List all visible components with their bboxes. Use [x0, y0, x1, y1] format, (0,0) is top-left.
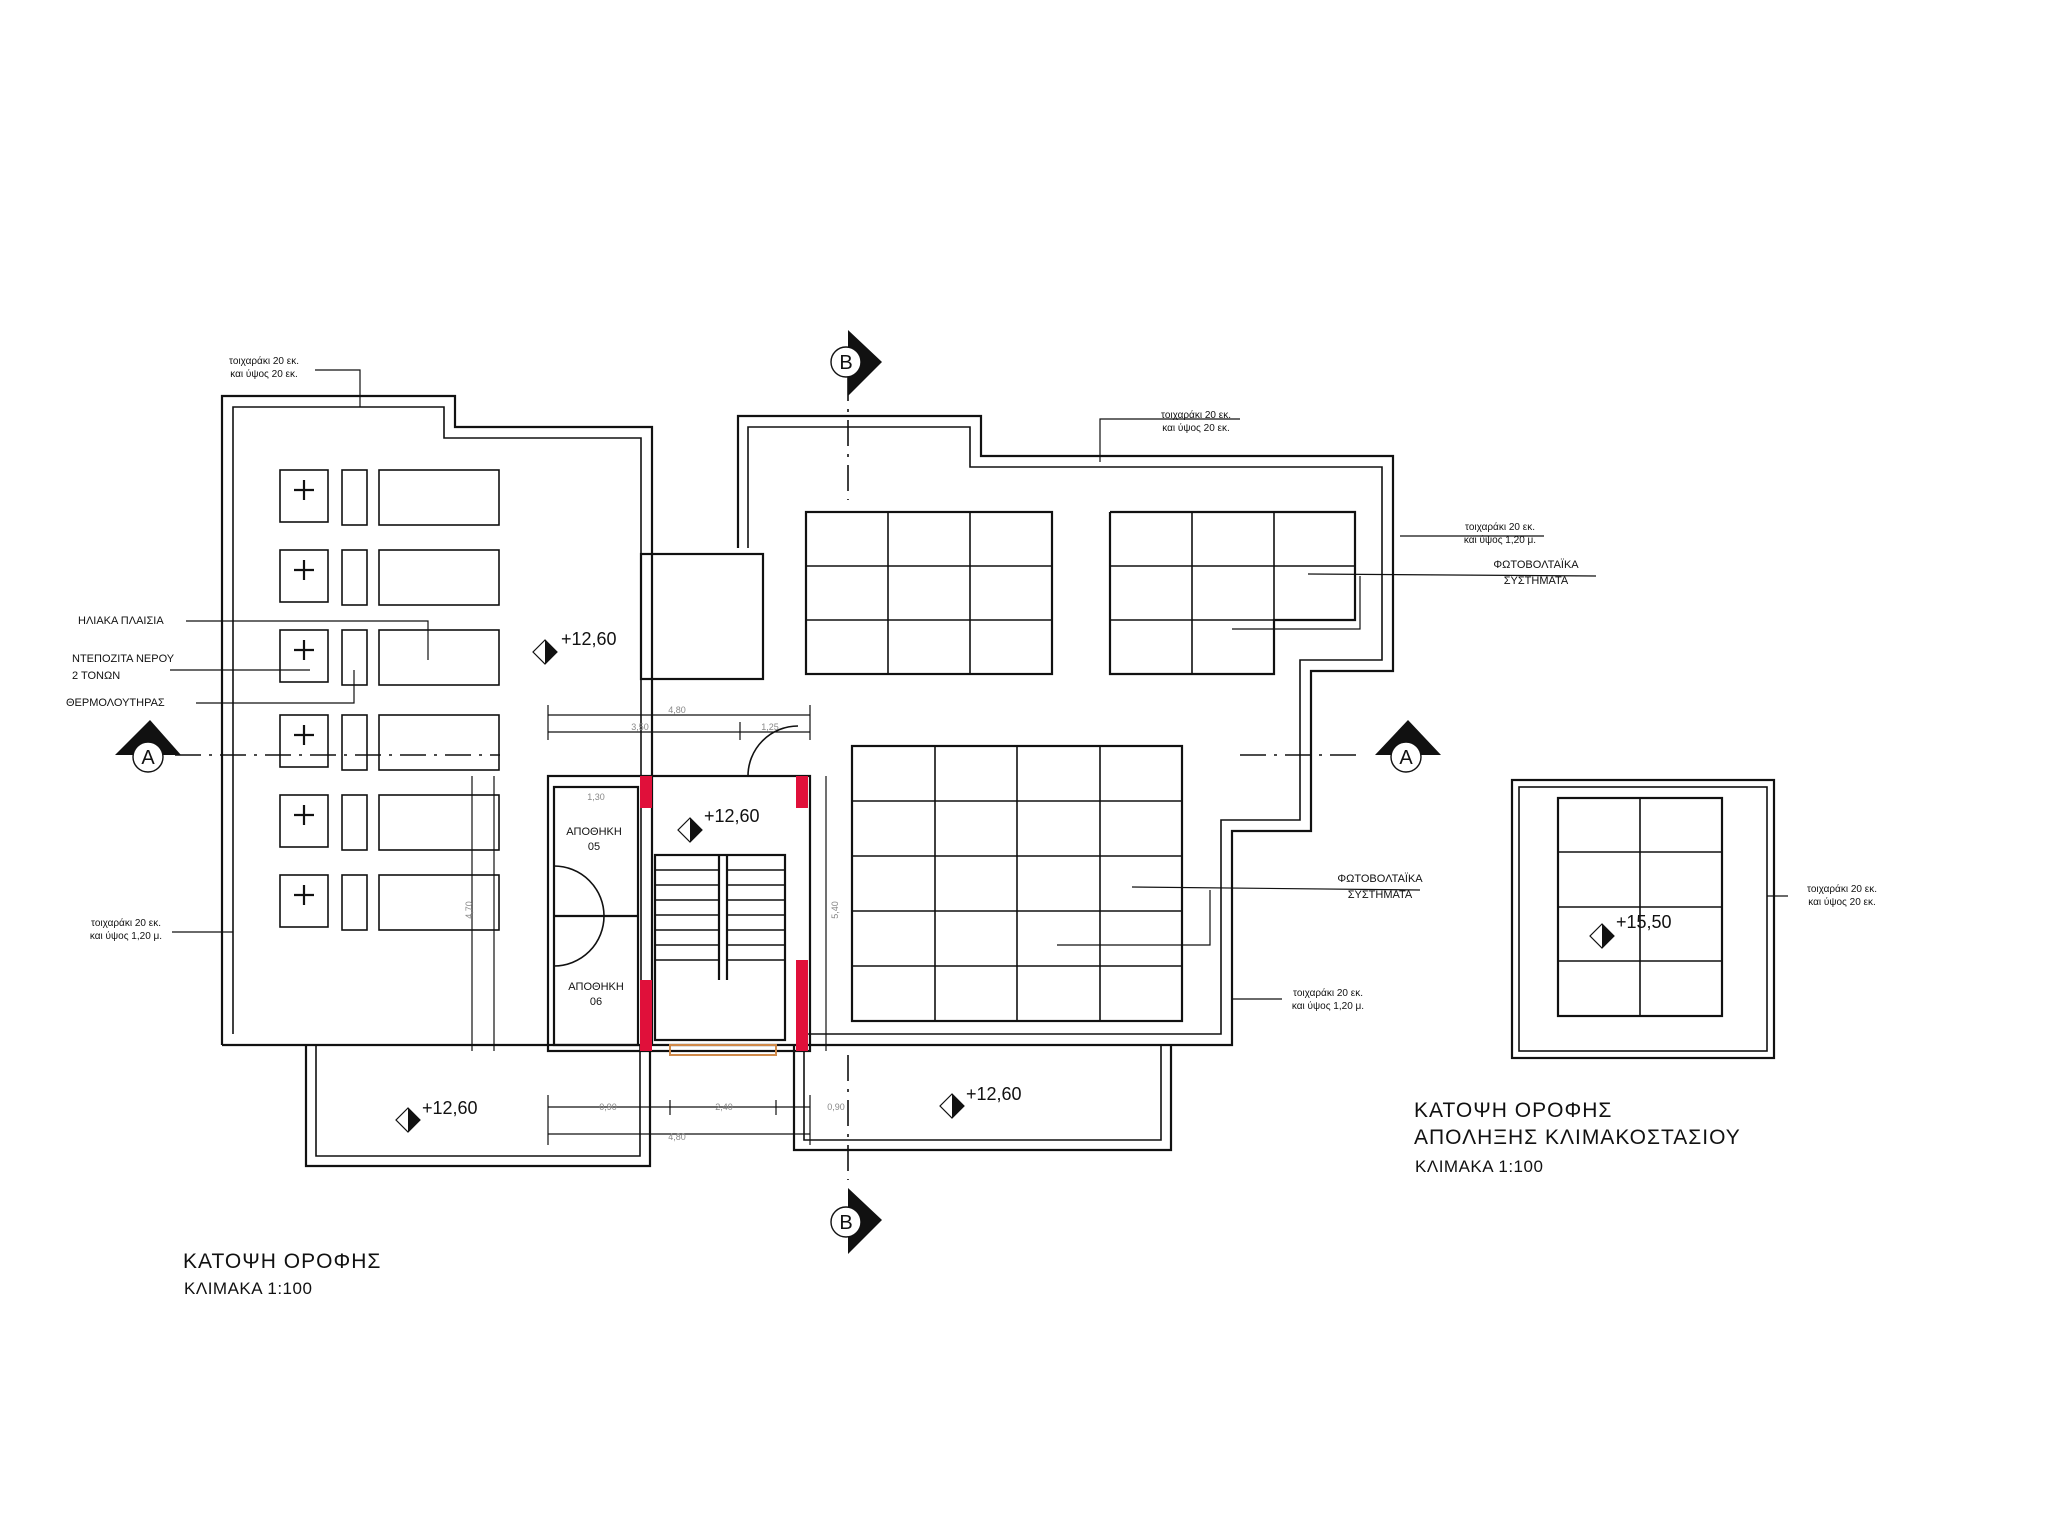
storage-room-06-label: ΑΠΟΘΗΚΗ 06: [568, 981, 624, 1008]
svg-text:τοιχαράκι 20 εκ.: τοιχαράκι 20 εκ.: [229, 355, 299, 367]
callout-pv-bottom: ΦΩΤΟΒΟΛΤΑΪΚΑ ΣΥΣΤΗΜΑΤΑ: [1057, 873, 1423, 946]
section-label-a-left: A: [141, 747, 155, 769]
svg-text:ΣΥΣΤΗΜΑΤΑ: ΣΥΣΤΗΜΑΤΑ: [1348, 889, 1413, 901]
dim-bottom-right: 0,90: [827, 1102, 845, 1112]
section-marker-b-bottom: B: [830, 1188, 882, 1254]
svg-text:+12,60: +12,60: [422, 1098, 478, 1118]
svg-text:+12,60: +12,60: [704, 806, 760, 826]
svg-text:τοιχαράκι 20 εκ.: τοιχαράκι 20 εκ.: [91, 917, 161, 929]
stair-roof-title-line1: ΚΑΤΟΨΗ ΟΡΟΦΗΣ: [1414, 1099, 1612, 1122]
dim-top-right: 1,25: [761, 722, 779, 732]
svg-text:και ύψος 20 εκ.: και ύψος 20 εκ.: [230, 368, 298, 380]
section-axes: [175, 375, 1360, 1180]
elevation-mark-roof: +12,60: [532, 629, 617, 665]
storage-room-05-label: ΑΠΟΘΗΚΗ 05: [566, 826, 622, 853]
svg-text:τοιχαράκι 20 εκ.: τοιχαράκι 20 εκ.: [1293, 987, 1363, 999]
svg-text:ΘΕΡΜΟΛΟΥΤΗΡΑΣ: ΘΕΡΜΟΛΟΥΤΗΡΑΣ: [66, 697, 165, 709]
pv-array-large: [850, 744, 1184, 1023]
lower-balcony-right: [792, 1045, 1173, 1152]
svg-text:ΣΥΣΤΗΜΑΤΑ: ΣΥΣΤΗΜΑΤΑ: [1504, 575, 1569, 587]
callout-pv-top: ΦΩΤΟΒΟΛΤΑΪΚΑ ΣΥΣΤΗΜΑΤΑ: [1232, 559, 1597, 630]
elevation-mark-lower-left: +12,60: [395, 1098, 478, 1133]
svg-text:τοιχαράκι 20 εκ.: τοιχαράκι 20 εκ.: [1465, 521, 1535, 533]
stair-roof-plan-title-block: ΚΑΤΟΨΗ ΟΡΟΦΗΣ ΑΠΟΛΗΞΗΣ ΚΛΙΜΑΚΟΣΤΑΣΙΟΥ ΚΛ…: [1414, 1099, 1741, 1176]
stair-roof-title-line2: ΑΠΟΛΗΞΗΣ ΚΛΙΜΑΚΟΣΤΑΣΙΟΥ: [1414, 1126, 1741, 1149]
section-label-b-top: B: [839, 352, 852, 374]
parapet-note-left: τοιχαράκι 20 εκ. και ύψος 1,20 μ.: [90, 917, 233, 942]
svg-text:06: 06: [590, 996, 602, 1008]
section-marker-b-top: B: [830, 330, 882, 396]
dim-vertical-right: 5,40: [830, 901, 840, 919]
svg-text:ΑΠΟΘΗΚΗ: ΑΠΟΘΗΚΗ: [566, 826, 622, 838]
parapet-note-top-right: τοιχαράκι 20 εκ. και ύψος 20 εκ.: [1099, 409, 1240, 462]
dim-bottom-left: 0,90: [599, 1102, 617, 1112]
stair-roof-elevation: +15,50: [1616, 912, 1672, 932]
parapet-note-right: τοιχαράκι 20 εκ. και ύψος 1,20 μ.: [1400, 521, 1544, 546]
stair-core: [546, 725, 812, 1056]
water-tank-cross-icons: [294, 480, 314, 905]
svg-text:και ύψος 20 εκ.: και ύψος 20 εκ.: [1808, 896, 1876, 908]
svg-text:05: 05: [588, 841, 600, 853]
section-marker-a-right: A: [1375, 720, 1441, 773]
lower-balcony-left: [304, 1045, 652, 1168]
stair-roof-plan: +15,50 τοιχαράκι 20 εκ. και ύψος 20 εκ.: [1510, 778, 1877, 1060]
svg-text:και ύψος 1,20 μ.: και ύψος 1,20 μ.: [90, 930, 162, 942]
callout-solar-panels: ΗΛΙΑΚΑ ΠΛΑΙΣΙΑ: [78, 615, 429, 660]
svg-text:και ύψος 1,20 μ.: και ύψος 1,20 μ.: [1464, 534, 1536, 546]
main-plan-scale: ΚΛΙΜΑΚΑ 1:100: [184, 1279, 312, 1298]
roof-box: [639, 552, 765, 681]
svg-text:ΦΩΤΟΒΟΛΤΑΪΚΑ: ΦΩΤΟΒΟΛΤΑΪΚΑ: [1493, 559, 1579, 571]
dim-top-total: 4,80: [668, 705, 686, 715]
dim-bottom-mid: 2,40: [715, 1102, 733, 1112]
svg-text:και ύψος 1,20 μ.: και ύψος 1,20 μ.: [1292, 1000, 1364, 1012]
dim-vertical-left: 4,70: [464, 901, 474, 919]
roof-outline-right: [736, 414, 1395, 1047]
svg-text:2 ΤΟΝΩΝ: 2 ΤΟΝΩΝ: [72, 670, 120, 682]
pv-array-top-right: [1108, 510, 1357, 676]
main-plan-title: ΚΑΤΟΨΗ ΟΡΟΦΗΣ: [183, 1250, 381, 1273]
roof-outline-left: [220, 394, 654, 1045]
svg-text:ΝΤΕΠΟΖΙΤΑ ΝΕΡΟΥ: ΝΤΕΠΟΖΙΤΑ ΝΕΡΟΥ: [72, 653, 175, 665]
main-plan-title-block: ΚΑΤΟΨΗ ΟΡΟΦΗΣ ΚΛΙΜΑΚΑ 1:100: [183, 1250, 381, 1298]
dimension-lines: [471, 705, 827, 1145]
dim-top-left: 3,50: [631, 722, 649, 732]
solar-equipment-rows: [279, 469, 500, 931]
section-marker-a-left: A: [115, 720, 181, 773]
parapet-note-bottom-right: τοιχαράκι 20 εκ. και ύψος 1,20 μ.: [1232, 987, 1364, 1012]
section-label-a-right: A: [1399, 747, 1413, 769]
svg-text:ΦΩΤΟΒΟΛΤΑΪΚΑ: ΦΩΤΟΒΟΛΤΑΪΚΑ: [1337, 873, 1423, 885]
callout-water-tank: ΝΤΕΠΟΖΙΤΑ ΝΕΡΟΥ 2 ΤΟΝΩΝ: [72, 653, 310, 682]
pv-array-top-left: [804, 510, 1054, 676]
parapet-note-top-left: τοιχαράκι 20 εκ. και ύψος 20 εκ.: [229, 355, 361, 407]
svg-text:ΑΠΟΘΗΚΗ: ΑΠΟΘΗΚΗ: [568, 981, 624, 993]
svg-text:+12,60: +12,60: [966, 1084, 1022, 1104]
section-label-b-bottom: B: [839, 1212, 852, 1234]
svg-text:τοιχαράκι 20 εκ.: τοιχαράκι 20 εκ.: [1807, 883, 1877, 895]
dimension-labels: 4,80 3,50 1,25 1,30 0,90 2,40 0,90 4,80 …: [464, 705, 845, 1142]
elevation-mark-stair: +12,60: [677, 806, 760, 843]
stair-roof-scale: ΚΛΙΜΑΚΑ 1:100: [1415, 1157, 1543, 1176]
svg-text:+12,60: +12,60: [561, 629, 617, 649]
dim-storage-width: 1,30: [587, 792, 605, 802]
svg-text:και ύψος 20 εκ.: και ύψος 20 εκ.: [1162, 422, 1230, 434]
elevation-mark-lower-right: +12,60: [939, 1084, 1022, 1119]
callout-water-heater: ΘΕΡΜΟΛΟΥΤΗΡΑΣ: [66, 670, 355, 709]
dim-bottom-total: 4,80: [668, 1132, 686, 1142]
svg-text:ΗΛΙΑΚΑ ΠΛΑΙΣΙΑ: ΗΛΙΑΚΑ ΠΛΑΙΣΙΑ: [78, 615, 164, 627]
svg-text:τοιχαράκι 20 εκ.: τοιχαράκι 20 εκ.: [1161, 409, 1231, 421]
